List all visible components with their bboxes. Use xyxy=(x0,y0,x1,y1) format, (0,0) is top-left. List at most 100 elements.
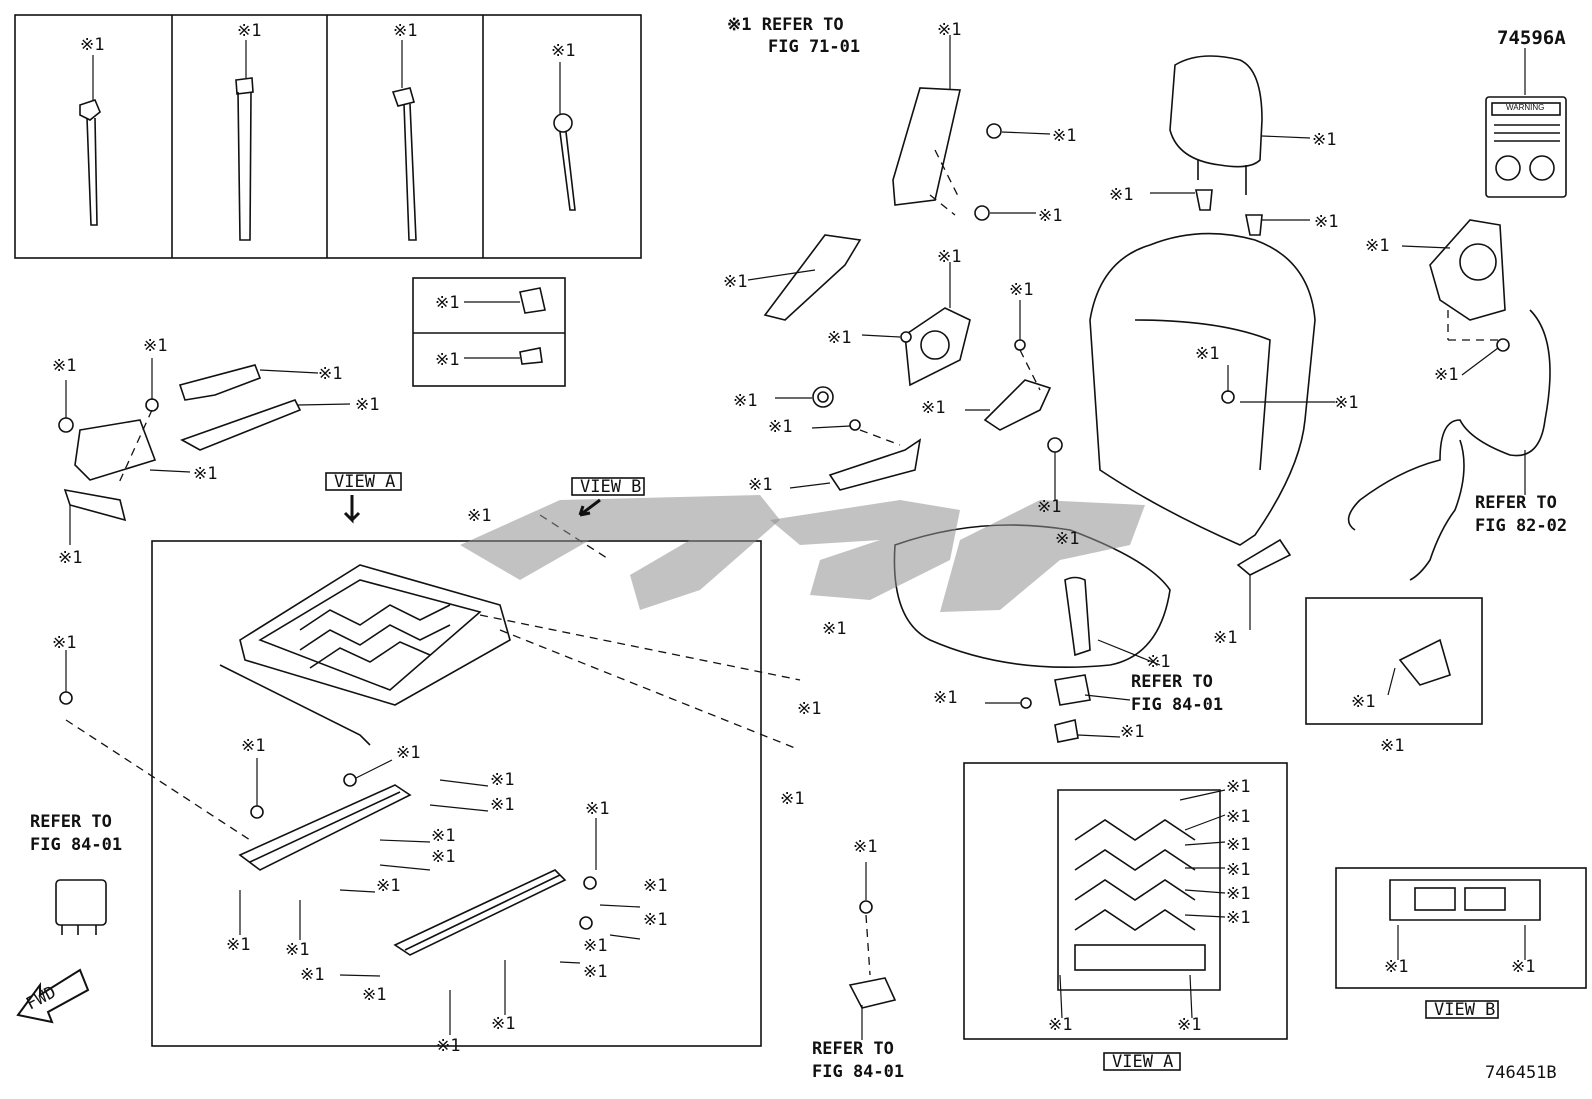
marker: ※1 xyxy=(1226,777,1250,797)
marker: ※1 xyxy=(241,736,265,756)
view-b-box xyxy=(1335,867,1587,989)
seatback-cushion xyxy=(1089,232,1335,630)
marker: ※1 xyxy=(1314,212,1338,232)
clip-box xyxy=(412,277,566,387)
marker: ※1 xyxy=(52,356,76,376)
marker: ※1 xyxy=(436,1036,460,1056)
marker: ※1 xyxy=(1312,130,1336,150)
marker: ※1 xyxy=(467,506,491,526)
seat-frame xyxy=(219,514,801,749)
ref-fig-82-02-line2: FIG 82-02 xyxy=(1475,516,1567,536)
ref-fig-84-01-right-line1: REFER TO xyxy=(1131,672,1213,692)
marker: ※1 xyxy=(1037,497,1061,517)
marker: ※1 xyxy=(396,743,420,763)
warning-label xyxy=(1485,48,1567,198)
marker: ※1 xyxy=(491,1014,515,1034)
marker: ※1 xyxy=(431,826,455,846)
seat-frame-box xyxy=(151,540,762,1047)
view-a-bottom-tag: VIEW A xyxy=(1112,1052,1173,1072)
marker: ※1 xyxy=(1120,722,1144,742)
marker: ※1 xyxy=(1226,835,1250,855)
ref-fig-82-02-line1: REFER TO xyxy=(1475,493,1557,513)
relay-left xyxy=(55,879,107,935)
seat-rails xyxy=(238,758,641,1035)
marker: ※1 xyxy=(1177,1015,1201,1035)
marker: ※1 xyxy=(393,21,417,41)
marker: ※1 xyxy=(1195,344,1219,364)
marker: ※1 xyxy=(551,41,575,61)
push-clip-4 xyxy=(553,62,576,211)
marker: ※1 xyxy=(355,395,379,415)
marker: ※1 xyxy=(583,936,607,956)
marker: ※1 xyxy=(431,847,455,867)
marker: ※1 xyxy=(1384,957,1408,977)
marker: ※1 xyxy=(1052,126,1076,146)
ref-fig-84-01-right-line2: FIG 84-01 xyxy=(1131,695,1223,715)
marker: ※1 xyxy=(226,935,250,955)
marker: ※1 xyxy=(490,795,514,815)
marker: ※1 xyxy=(490,770,514,790)
marker: ※1 xyxy=(1334,393,1358,413)
ref-fig-84-01-bottom-line1: REFER TO xyxy=(812,1039,894,1059)
marker: ※1 xyxy=(1351,692,1375,712)
marker: ※1 xyxy=(1226,807,1250,827)
marker: ※1 xyxy=(237,21,261,41)
marker: ※1 xyxy=(733,391,757,411)
marker: ※1 xyxy=(285,940,309,960)
view-a-top-tag: VIEW A xyxy=(334,472,395,492)
marker: ※1 xyxy=(1226,860,1250,880)
view-a-box xyxy=(963,762,1288,1040)
recliner-cover-parts xyxy=(747,234,1063,500)
marker: ※1 xyxy=(52,633,76,653)
cable-tie-2 xyxy=(235,40,254,241)
marker: ※1 xyxy=(768,417,792,437)
marker: ※1 xyxy=(937,247,961,267)
marker: ※1 xyxy=(1055,529,1079,549)
ref-fig-71-01-line2: FIG 71-01 xyxy=(768,37,860,57)
marker: ※1 xyxy=(376,876,400,896)
marker: ※1 xyxy=(1146,652,1170,672)
view-b-top-tag: VIEW B xyxy=(580,477,641,497)
ref-fig-84-01-left-line2: FIG 84-01 xyxy=(30,835,122,855)
marker: ※1 xyxy=(143,336,167,356)
marker: ※1 xyxy=(921,398,945,418)
watermark-logo xyxy=(460,495,1145,612)
marker: ※1 xyxy=(937,20,961,40)
ref-fig-71-01-line1: ※1 REFER TO xyxy=(727,15,844,35)
view-b-bottom-tag: VIEW B xyxy=(1434,1000,1495,1020)
marker: ※1 xyxy=(643,910,667,930)
marker: ※1 xyxy=(1109,185,1133,205)
diagram-code: 746451B xyxy=(1485,1063,1557,1083)
marker: ※1 xyxy=(80,35,104,55)
marker: ※1 xyxy=(853,837,877,857)
marker: ※1 xyxy=(1380,736,1404,756)
left-cover-parts xyxy=(58,358,351,841)
marker: ※1 xyxy=(723,272,747,292)
fwd-arrow xyxy=(16,968,90,1024)
cable-tie-1 xyxy=(79,55,101,226)
marker: ※1 xyxy=(1226,908,1250,928)
marker: ※1 xyxy=(1226,884,1250,904)
marker: ※1 xyxy=(1213,628,1237,648)
marker-labels: ※1 ※1 ※1 ※1 ※1 ※1 ※1 ※1 ※1 ※1 ※1 ※1 ※1 ※… xyxy=(52,20,1535,1056)
marker: ※1 xyxy=(1511,957,1535,977)
marker: ※1 xyxy=(827,328,851,348)
reference-labels: ※1 REFER TO FIG 71-01 REFER TO FIG 82-02… xyxy=(30,15,1567,1082)
marker: ※1 xyxy=(933,688,957,708)
marker: ※1 xyxy=(585,799,609,819)
marker: ※1 xyxy=(643,876,667,896)
marker: ※1 xyxy=(1038,206,1062,226)
marker: ※1 xyxy=(362,985,386,1005)
marker: ※1 xyxy=(780,789,804,809)
marker: ※1 xyxy=(435,293,459,313)
ref-fig-84-01-left-line1: REFER TO xyxy=(30,812,112,832)
warning-label-text: WARNING xyxy=(1506,103,1544,112)
headrest xyxy=(1150,55,1311,236)
marker: ※1 xyxy=(58,548,82,568)
marker: ※1 xyxy=(822,619,846,639)
marker: ※1 xyxy=(797,699,821,719)
label-code: 74596A xyxy=(1497,27,1566,49)
marker: ※1 xyxy=(300,965,324,985)
relay-bottom xyxy=(848,862,897,1040)
